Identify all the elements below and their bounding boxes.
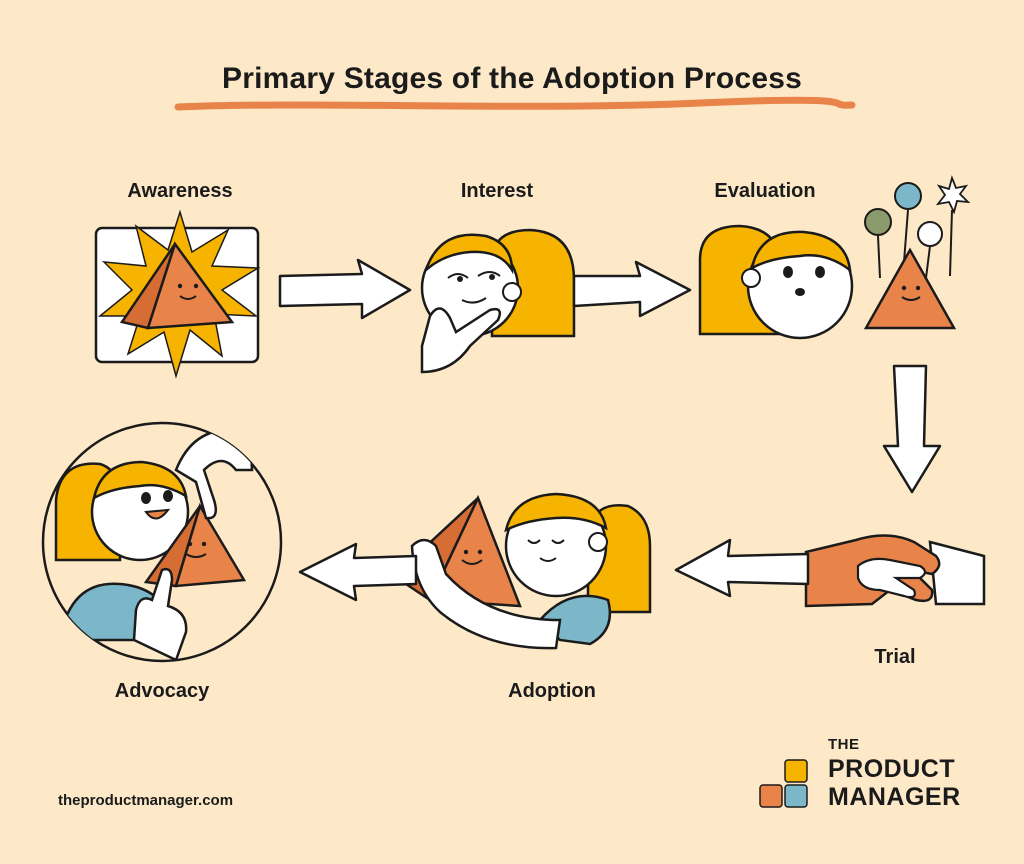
- brand-line-manager: MANAGER: [828, 783, 961, 811]
- triangle-icon: [863, 247, 957, 330]
- stage-label-advocacy: Advocacy: [114, 680, 210, 702]
- stage-label-trial: Trial: [874, 646, 916, 668]
- stage-label-awareness: Awareness: [127, 180, 233, 202]
- title-underline: [174, 96, 856, 111]
- balloon-icon: [864, 208, 892, 236]
- balloon-icon: [894, 182, 922, 210]
- stage-label-interest: Interest: [460, 180, 534, 202]
- star-icon: [935, 175, 971, 215]
- brand-line-the: THE: [828, 736, 860, 753]
- website-link[interactable]: theproductmanager.com: [58, 792, 234, 809]
- page-title: Primary Stages of the Adoption Process: [222, 62, 802, 95]
- brand-line-product: PRODUCT: [828, 755, 956, 783]
- balloon-icon: [917, 221, 943, 247]
- stage-label-adoption: Adoption: [508, 680, 596, 702]
- stage-label-evaluation: Evaluation: [714, 180, 816, 202]
